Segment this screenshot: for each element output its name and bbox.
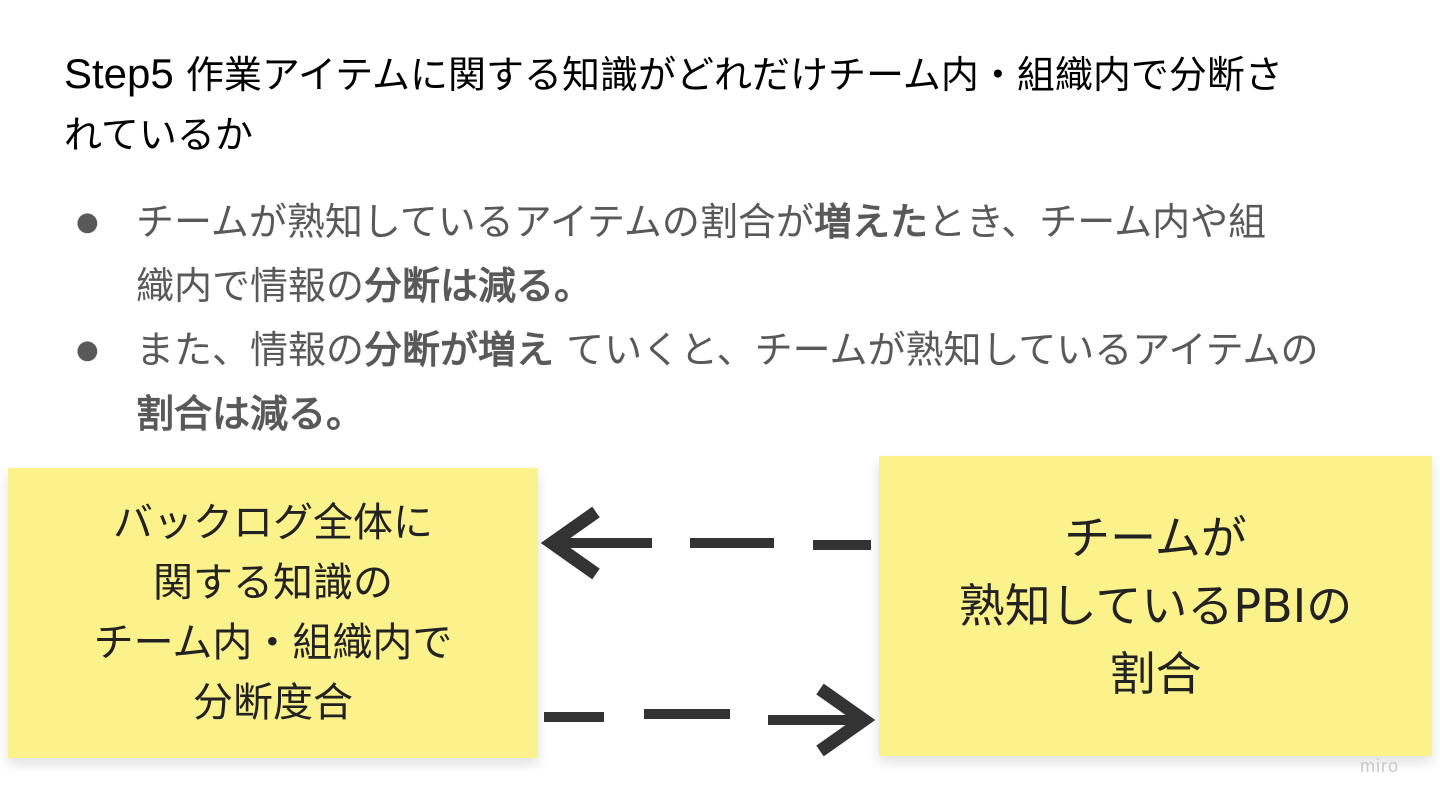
bullet-text: とき、チーム内や組 (927, 200, 1267, 244)
sticky-line: 割合 (1109, 647, 1202, 701)
sticky-note-text: チームが 熟知しているPBIの 割合 (959, 504, 1352, 708)
arrow-right-dashed-icon[interactable] (544, 683, 876, 757)
miro-watermark: miro (1360, 756, 1399, 776)
bullet-text: また、情報の (136, 328, 365, 372)
page-title: Step5 作業アイテムに関する知識がどれだけチーム内・組織内で分断さ れている… (64, 44, 1384, 165)
sticky-line: チーム内・組織内で (93, 620, 453, 666)
title-line1: 作業アイテムに関する知識がどれだけチーム内・組織内で分断さ (185, 53, 1283, 97)
sticky-line: バックログ全体に (113, 500, 433, 546)
bullet-icon: ● (76, 335, 99, 365)
bullet-text: チームが熟知しているアイテムの割合が (136, 200, 814, 244)
sticky-line: 関する知識の (153, 560, 393, 606)
bullet-list: ● チームが熟知しているアイテムの割合が増えたとき、チーム内や組 織内で情報の分… (70, 190, 1400, 446)
sticky-note-text: バックログ全体に 関する知識の チーム内・組織内で 分断度合 (94, 493, 453, 733)
sticky-note-fragmentation[interactable]: バックログ全体に 関する知識の チーム内・組織内で 分断度合 (8, 468, 538, 758)
bullet-bold-text: 分断は減る。 (364, 264, 593, 308)
bullet-text: ていくと、チームが熟知しているアイテムの (554, 328, 1319, 372)
bullet-item-1: ● チームが熟知しているアイテムの割合が増えたとき、チーム内や組 織内で情報の分… (70, 190, 1400, 318)
bullet-bold-text: 分断が増え (364, 328, 555, 372)
title-line2: れているか (64, 113, 253, 157)
connector-arrows (540, 506, 876, 757)
bullet-icon: ● (76, 207, 99, 237)
bullet-item-2: ● また、情報の分断が増え ていくと、チームが熟知しているアイテムの 割合は減る… (70, 318, 1400, 446)
bullet-bold-text: 割合は減る。 (136, 392, 365, 436)
arrow-left-dashed-icon[interactable] (540, 506, 871, 580)
bullet-text: 織内で情報の (136, 264, 365, 308)
title-step: Step5 (64, 50, 174, 97)
sticky-line: 熟知しているPBIの (958, 579, 1353, 633)
sticky-note-familiar-pbi[interactable]: チームが 熟知しているPBIの 割合 (879, 456, 1432, 756)
sticky-line: チームが (1064, 511, 1247, 565)
bullet-bold-text: 増えた (813, 200, 928, 244)
sticky-line: 分断度合 (193, 680, 353, 726)
